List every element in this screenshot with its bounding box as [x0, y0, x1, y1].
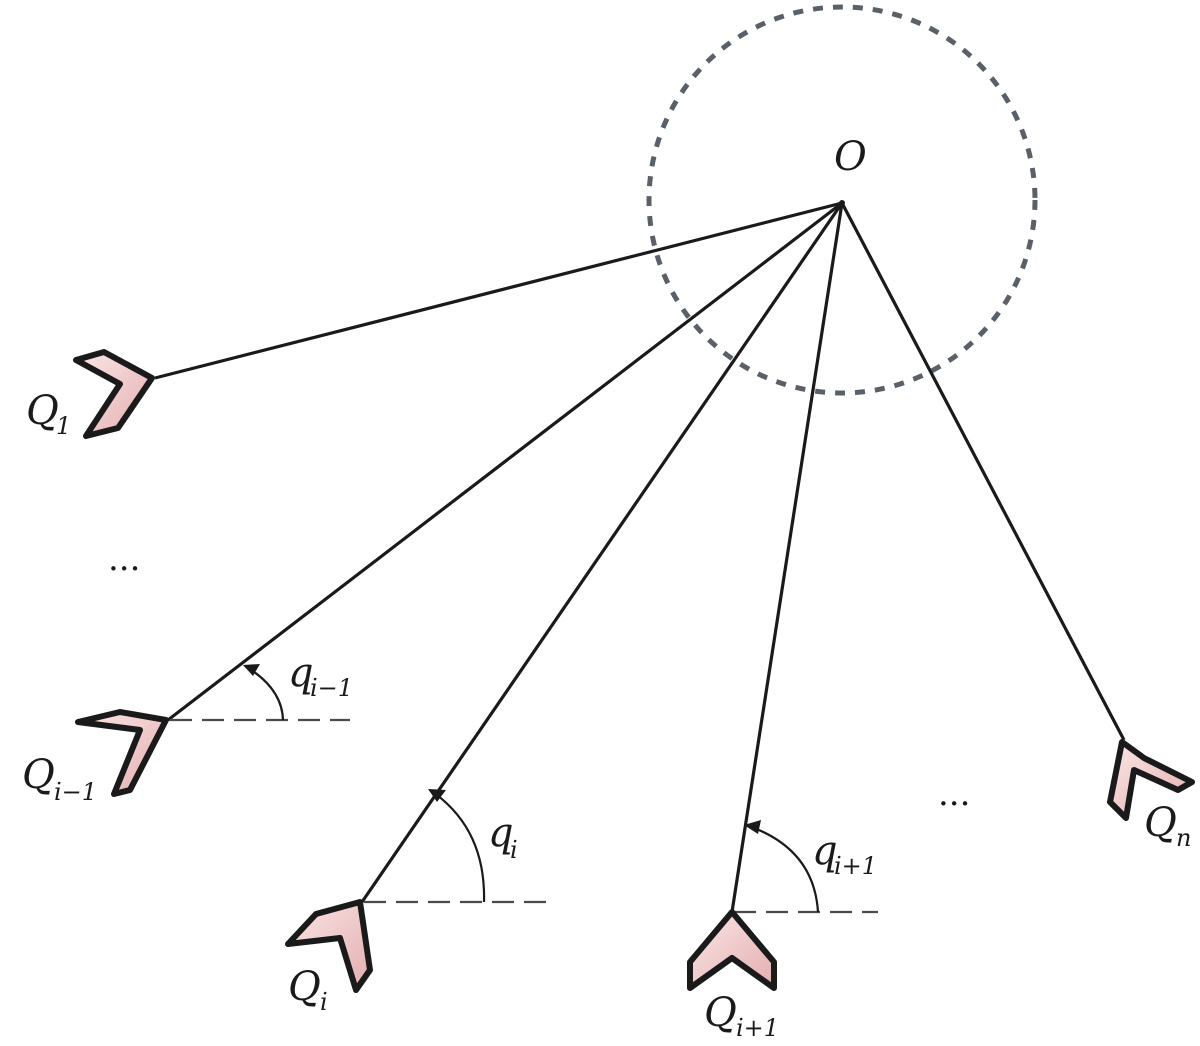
svg-text:Q: Q: [288, 964, 321, 1010]
svg-text:Q: Q: [1144, 800, 1177, 846]
svg-text:n: n: [1176, 824, 1191, 852]
label-qn: Q n: [1144, 800, 1191, 852]
agent-qip1-icon: [687, 909, 777, 991]
svg-text:i: i: [320, 988, 328, 1016]
origin-point: [839, 200, 845, 206]
agent-qn-icon: [1107, 739, 1195, 821]
ray-qip1: [730, 202, 844, 913]
label-qi: Q i: [288, 964, 328, 1016]
ellipsis-right: ...: [938, 774, 970, 814]
label-q1: Q 1: [26, 388, 71, 440]
svg-text:Q: Q: [26, 388, 59, 434]
angle-label-qim1: q i−1: [288, 650, 353, 702]
origin-label: O: [834, 134, 867, 180]
ray-qi: [360, 202, 844, 903]
ray-q1: [154, 201, 843, 380]
svg-text:i+1: i+1: [736, 1014, 779, 1042]
agent-qim1-icon: [75, 709, 169, 797]
angle-label-qi: q i: [488, 810, 518, 864]
agent-q1-icon: [73, 349, 155, 439]
svg-text:q: q: [488, 810, 514, 856]
svg-text:q: q: [288, 650, 314, 696]
angle-arc-qip1: [744, 820, 820, 913]
svg-text:i−1: i−1: [54, 778, 97, 806]
svg-text:i+1: i+1: [834, 852, 877, 880]
agent-qi-icon: [285, 899, 373, 993]
svg-text:i: i: [510, 836, 518, 864]
svg-text:Q: Q: [22, 752, 55, 798]
svg-text:1: 1: [56, 412, 71, 440]
ray-qn: [840, 202, 1126, 741]
svg-text:Q: Q: [704, 990, 737, 1036]
ray-qim1: [167, 201, 843, 722]
svg-text:i−1: i−1: [310, 674, 353, 702]
ellipsis-left: ...: [108, 539, 140, 579]
angle-arc-qim1: [243, 664, 285, 721]
target-boundary-circle: [646, 4, 1038, 396]
angle-label-qip1: q i+1: [812, 828, 877, 880]
angle-arc-qi: [428, 789, 486, 903]
label-qip1: Q i+1: [704, 990, 779, 1042]
svg-text:q: q: [812, 828, 838, 874]
label-qim1: Q i−1: [22, 752, 97, 806]
